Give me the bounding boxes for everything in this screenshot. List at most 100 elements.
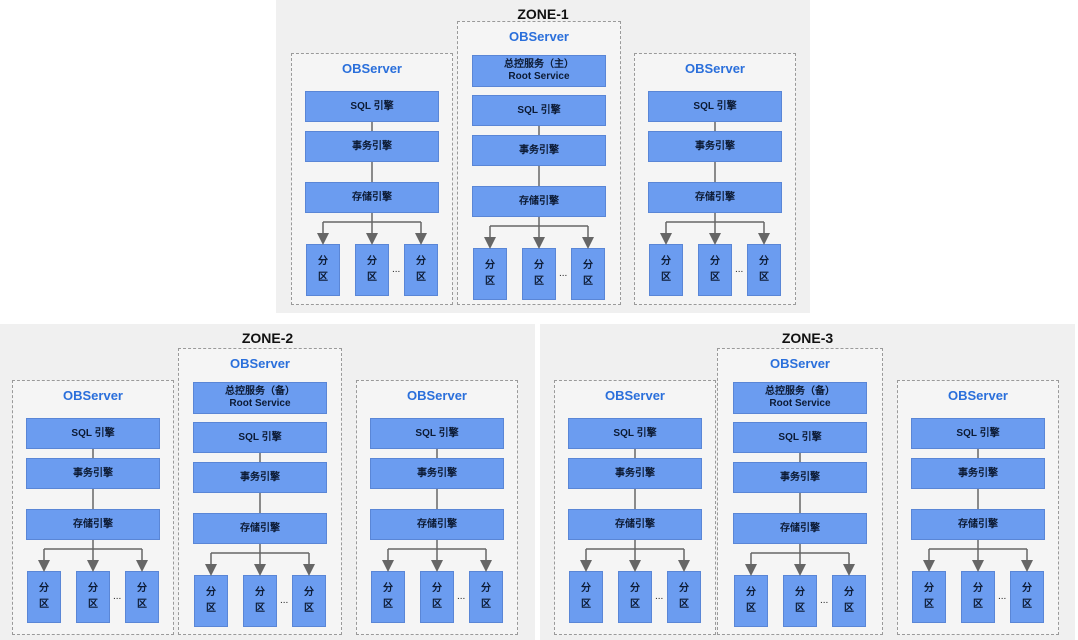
partition-block: 分区 [355,244,389,296]
sql-engine-block: SQL 引擎 [568,418,702,449]
ellipsis-label: ... [820,595,829,606]
partition-label-char: 区 [304,603,314,614]
zone-title: ZONE-2 [241,330,294,346]
storage-engine-block: 存储引擎 [472,186,606,217]
root-service-block: 总控服务（备）Root Service [733,382,867,414]
partition-label-char: 区 [679,599,689,610]
sql-engine-block: SQL 引擎 [193,422,327,453]
ellipsis-label: ... [998,591,1007,602]
partition-label-char: 分 [485,260,495,271]
partition-label-char: 区 [88,599,98,610]
partition-label-char: 区 [383,599,393,610]
partition-label-char: 区 [137,599,147,610]
zone-title: ZONE-3 [781,330,834,346]
ellipsis-label: ... [392,264,401,275]
partition-block: 分区 [747,244,781,296]
partition-label-char: 分 [206,587,216,598]
partition-label-char: 区 [416,272,426,283]
transaction-engine-block: 事务引擎 [305,131,439,162]
partition-block: 分区 [1010,571,1044,623]
partition-label-char: 分 [416,256,426,267]
partition-label-char: 分 [367,256,377,267]
partition-label-char: 区 [1022,599,1032,610]
storage-engine-block: 存储引擎 [26,509,160,540]
observer-title: OBServer [230,356,290,371]
partition-block: 分区 [27,571,61,623]
partition-label-char: 区 [661,272,671,283]
root-service-cn-label: 总控服务（备） [765,386,835,397]
observer-title: OBServer [63,388,123,403]
ellipsis-label: ... [735,264,744,275]
partition-block: 分区 [734,575,768,627]
partition-label-char: 分 [583,260,593,271]
storage-engine-block: 存储引擎 [193,513,327,544]
observer-title: OBServer [685,61,745,76]
storage-engine-block: 存储引擎 [370,509,504,540]
partition-block: 分区 [243,575,277,627]
partition-label-char: 区 [844,603,854,614]
partition-block: 分区 [698,244,732,296]
partition-block: 分区 [667,571,701,623]
root-service-en-label: Root Service [229,398,291,409]
observer-title: OBServer [509,29,569,44]
transaction-engine-block: 事务引擎 [911,458,1045,489]
storage-engine-block: 存储引擎 [911,509,1045,540]
partition-label-char: 分 [844,587,854,598]
partition-label-char: 区 [759,272,769,283]
partition-label-char: 分 [88,583,98,594]
root-service-en-label: Root Service [508,71,570,82]
partition-block: 分区 [76,571,110,623]
partition-label-char: 区 [710,272,720,283]
storage-engine-block: 存储引擎 [305,182,439,213]
transaction-engine-block: 事务引擎 [472,135,606,166]
partition-label-char: 分 [304,587,314,598]
partition-label-char: 分 [39,583,49,594]
partition-block: 分区 [569,571,603,623]
partition-label-char: 分 [137,583,147,594]
partition-label-char: 区 [206,603,216,614]
partition-label-char: 区 [432,599,442,610]
root-service-cn-label: 总控服务（备） [225,386,295,397]
partition-label-char: 区 [746,603,756,614]
partition-block: 分区 [306,244,340,296]
partition-label-char: 区 [795,603,805,614]
partition-label-char: 分 [973,583,983,594]
transaction-engine-block: 事务引擎 [648,131,782,162]
root-service-block: 总控服务（备）Root Service [193,382,327,414]
sql-engine-block: SQL 引擎 [305,91,439,122]
partition-label-char: 分 [481,583,491,594]
ellipsis-label: ... [559,268,568,279]
partition-label-char: 分 [710,256,720,267]
sql-engine-block: SQL 引擎 [472,95,606,126]
transaction-engine-block: 事务引擎 [733,462,867,493]
transaction-engine-block: 事务引擎 [193,462,327,493]
root-service-en-label: Root Service [769,398,831,409]
partition-label-char: 分 [679,583,689,594]
partition-label-char: 区 [630,599,640,610]
partition-block: 分区 [371,571,405,623]
transaction-engine-block: 事务引擎 [568,458,702,489]
root-service-cn-label: 总控服务（主） [504,59,574,70]
ellipsis-label: ... [655,591,664,602]
partition-label-char: 区 [581,599,591,610]
sql-engine-block: SQL 引擎 [26,418,160,449]
partition-label-char: 区 [534,276,544,287]
sql-engine-block: SQL 引擎 [648,91,782,122]
partition-label-char: 分 [630,583,640,594]
observer-title: OBServer [770,356,830,371]
storage-engine-block: 存储引擎 [733,513,867,544]
sql-engine-block: SQL 引擎 [370,418,504,449]
partition-block: 分区 [783,575,817,627]
partition-label-char: 区 [255,603,265,614]
partition-label-char: 分 [318,256,328,267]
partition-block: 分区 [522,248,556,300]
partition-label-char: 分 [924,583,934,594]
ellipsis-label: ... [113,591,122,602]
partition-label-char: 分 [759,256,769,267]
observer-title: OBServer [342,61,402,76]
transaction-engine-block: 事务引擎 [370,458,504,489]
partition-label-char: 分 [534,260,544,271]
root-service-block: 总控服务（主）Root Service [472,55,606,87]
partition-block: 分区 [961,571,995,623]
partition-label-char: 区 [481,599,491,610]
